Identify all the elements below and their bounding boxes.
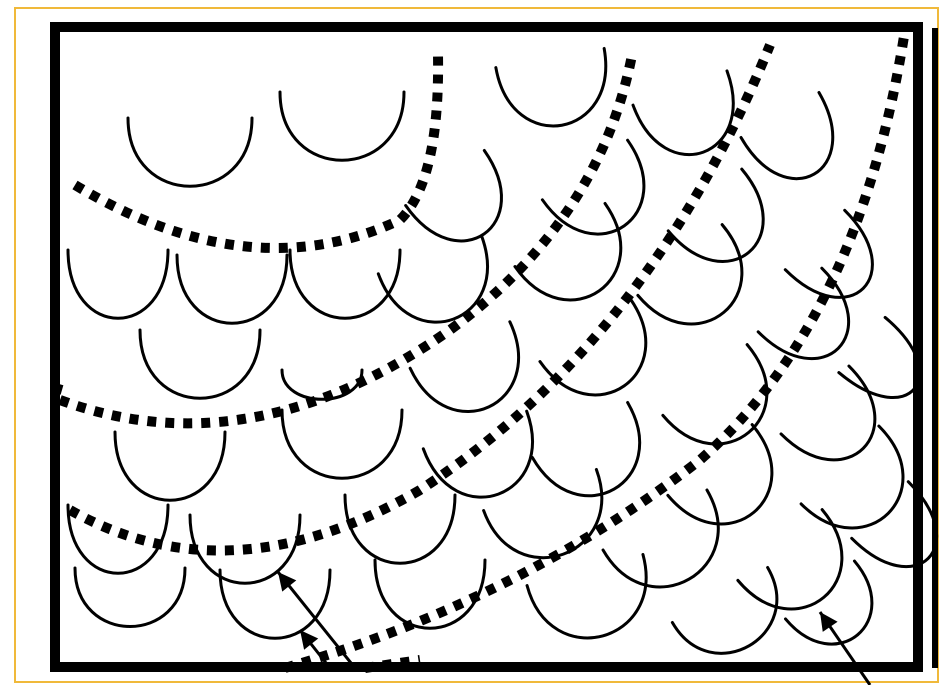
dotted-band bbox=[75, 55, 438, 248]
scallop-arc bbox=[663, 345, 791, 468]
dotted-band bbox=[70, 45, 770, 551]
arrow-head bbox=[278, 572, 296, 592]
scallop-arc bbox=[540, 298, 669, 417]
scallop-arc bbox=[282, 410, 402, 478]
scallop-arc bbox=[177, 255, 287, 323]
scallop-arc bbox=[496, 48, 616, 134]
scallop-arc bbox=[672, 568, 797, 674]
scallop-arc bbox=[668, 169, 785, 283]
scallop-arc bbox=[633, 71, 750, 169]
scallop-arc bbox=[282, 370, 362, 399]
scallop-arc bbox=[128, 118, 252, 186]
scallop-arc bbox=[781, 366, 897, 482]
scallop-arc bbox=[75, 568, 185, 627]
scallop-arc bbox=[741, 93, 853, 197]
arrow-head bbox=[300, 630, 318, 650]
scallop-arc bbox=[801, 426, 927, 552]
scallop-arc bbox=[115, 432, 225, 500]
arrow-head bbox=[820, 612, 838, 632]
scallop-arc bbox=[758, 268, 870, 380]
scallop-arc bbox=[527, 554, 661, 651]
scallop-arc bbox=[68, 250, 168, 318]
scallop-arc bbox=[140, 330, 260, 398]
scallop-arc bbox=[375, 560, 485, 628]
scallop-arc bbox=[603, 490, 741, 609]
dotted-band bbox=[285, 30, 905, 668]
scallop-arc bbox=[220, 570, 330, 638]
scallop-arc bbox=[515, 203, 644, 322]
scallop-arc bbox=[423, 411, 550, 513]
scallop-arc bbox=[378, 236, 505, 338]
scallop-arc bbox=[68, 505, 168, 573]
arrow-shaft bbox=[278, 572, 355, 668]
scallop-arc bbox=[852, 482, 941, 587]
scallop-arc bbox=[280, 92, 404, 160]
scallop-arc bbox=[638, 225, 766, 348]
scallop-arc bbox=[542, 140, 666, 256]
